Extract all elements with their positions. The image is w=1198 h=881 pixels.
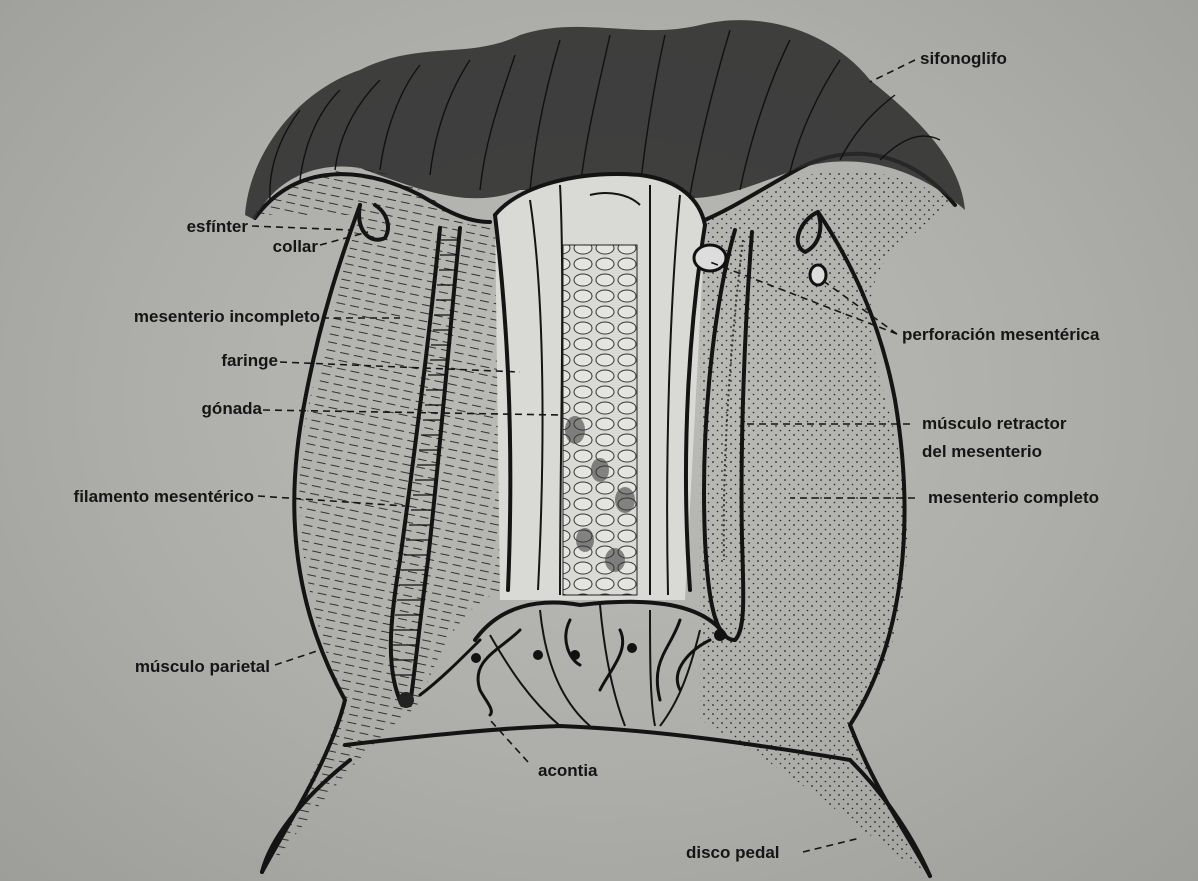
label-musculo-retractor-line1: músculo retractor <box>922 414 1067 433</box>
label-sifonoglifo: sifonoglifo <box>920 49 1007 68</box>
label-musculo-retractor-line2: del mesenterio <box>922 442 1042 461</box>
label-mesenterio-incompleto: mesenterio incompleto <box>134 307 320 326</box>
label-gonada: gónada <box>202 399 263 418</box>
label-acontia: acontia <box>538 761 598 780</box>
label-mesenterio-completo: mesenterio completo <box>928 488 1099 507</box>
label-esfinter: esfínter <box>187 217 249 236</box>
label-faringe: faringe <box>221 351 278 370</box>
label-collar: collar <box>273 237 319 256</box>
acontia-filaments <box>420 602 726 726</box>
label-perforacion-mesenterica: perforación mesentérica <box>902 325 1100 344</box>
label-disco-pedal: disco pedal <box>686 843 780 862</box>
label-filamento-mesenterico: filamento mesentérico <box>74 487 254 506</box>
label-musculo-parietal: músculo parietal <box>135 657 270 676</box>
pharynx <box>495 174 705 600</box>
